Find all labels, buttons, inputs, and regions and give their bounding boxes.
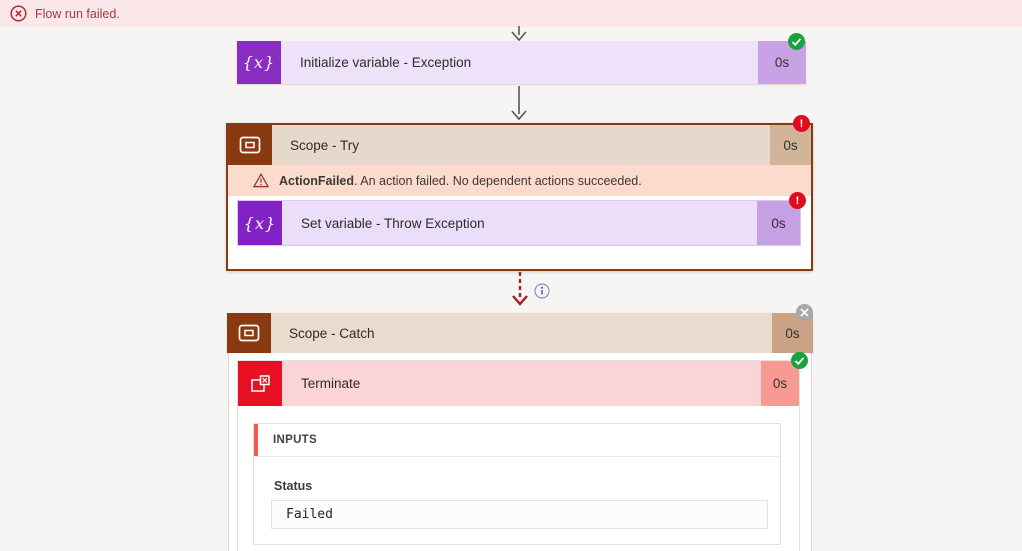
action-scope-try[interactable]: Scope - Try 0s bbox=[228, 125, 811, 165]
inputs-accent-bar bbox=[254, 424, 258, 456]
action-title: Scope - Try bbox=[290, 137, 360, 153]
close-icon[interactable] bbox=[796, 304, 813, 321]
action-initialize-variable[interactable]: {x} Initialize variable - Exception 0s bbox=[237, 41, 806, 84]
action-title: Set variable - Throw Exception bbox=[301, 215, 485, 231]
action-title: Scope - Catch bbox=[289, 325, 375, 341]
error-strip: ActionFailed. An action failed. No depen… bbox=[228, 165, 811, 196]
error-message: ActionFailed. An action failed. No depen… bbox=[279, 173, 642, 188]
duration-badge: 0s bbox=[770, 125, 811, 165]
scope-icon bbox=[227, 313, 271, 353]
action-scope-catch[interactable]: Scope - Catch 0s bbox=[227, 313, 813, 353]
variable-icon: {x} bbox=[238, 201, 282, 245]
action-title: Initialize variable - Exception bbox=[300, 55, 472, 70]
success-check-icon bbox=[788, 33, 805, 50]
flow-arrow-icon bbox=[511, 26, 527, 42]
banner-message: Flow run failed. bbox=[35, 6, 120, 21]
scope-icon bbox=[228, 125, 272, 165]
failed-branch-arrow-icon bbox=[512, 272, 528, 306]
failed-exclamation-icon: ! bbox=[789, 192, 806, 209]
status-field-label: Status bbox=[274, 479, 313, 493]
action-set-variable[interactable]: {x} Set variable - Throw Exception 0s bbox=[237, 200, 801, 246]
scope-try-container: Scope - Try 0s ActionFailed. An action f… bbox=[226, 123, 813, 271]
variable-icon: {x} bbox=[237, 41, 281, 84]
duration-badge: 0s bbox=[757, 201, 800, 245]
flow-arrow-icon bbox=[511, 86, 527, 121]
status-value-box: Failed bbox=[271, 500, 768, 529]
error-circle-icon bbox=[10, 5, 27, 22]
inputs-title: INPUTS bbox=[273, 434, 317, 446]
inputs-header: INPUTS bbox=[254, 424, 780, 457]
warning-triangle-icon bbox=[253, 173, 269, 188]
inputs-card: INPUTS Status Failed bbox=[253, 423, 781, 545]
success-check-icon bbox=[791, 352, 808, 369]
status-value: Failed bbox=[286, 507, 333, 522]
action-title: Terminate bbox=[301, 376, 361, 391]
action-terminate[interactable]: Terminate 0s bbox=[238, 361, 799, 406]
info-icon[interactable] bbox=[534, 283, 550, 299]
failed-exclamation-icon: ! bbox=[793, 115, 810, 132]
terminate-icon bbox=[238, 361, 282, 406]
duration-badge: 0s bbox=[761, 361, 799, 406]
error-banner: Flow run failed. bbox=[0, 0, 1022, 27]
